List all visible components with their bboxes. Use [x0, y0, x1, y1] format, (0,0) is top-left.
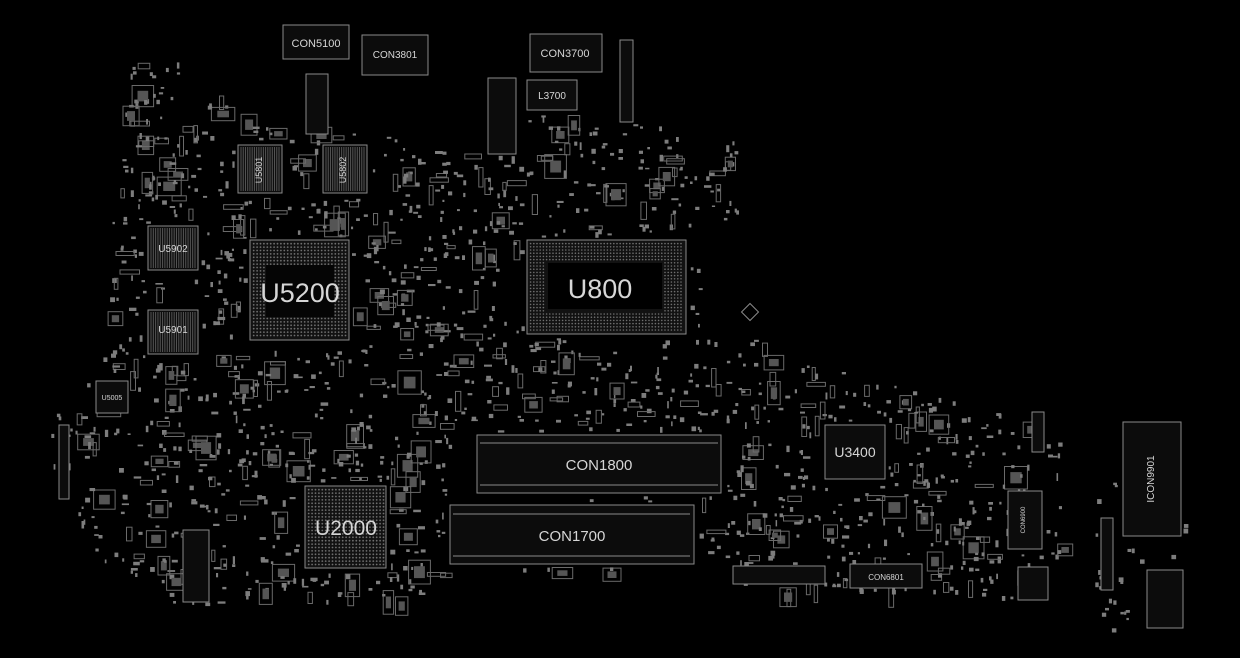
component-right-lower-connector[interactable] [1146, 569, 1184, 629]
component-u5801[interactable]: U5801 [237, 144, 283, 194]
label-con6900: CON6900 [1021, 506, 1027, 533]
component-u5902[interactable]: U5902 [147, 225, 199, 271]
component-u800[interactable]: U800 [526, 239, 687, 335]
label-u5902: U5902 [158, 244, 188, 255]
small-components-field [51, 62, 1189, 633]
label-u800: U800 [568, 274, 633, 304]
label-u5200: U5200 [260, 278, 340, 308]
component-u3400[interactable]: U3400 [824, 424, 886, 480]
label-u3400: U3400 [834, 444, 875, 460]
component-bottom-mid-connector[interactable] [732, 565, 826, 585]
component-con3801[interactable]: CON3801 [361, 34, 429, 76]
component-con-top-left-tall[interactable] [305, 73, 329, 135]
component-con5100[interactable]: CON5100 [282, 24, 350, 60]
label-u5005: U5005 [102, 395, 123, 402]
component-left-tall-connector[interactable] [58, 424, 70, 500]
label-l3700: L3700 [538, 91, 566, 102]
component-right-fpc[interactable] [1031, 411, 1045, 453]
label-con3700: CON3700 [541, 48, 590, 60]
component-l3700[interactable]: L3700 [526, 79, 578, 111]
label-u2000: U2000 [315, 517, 377, 540]
component-icon9901[interactable]: ICON9901 [1122, 421, 1182, 537]
component-con-top-mid-tall[interactable] [487, 77, 517, 155]
label-icon9901: ICON9901 [1146, 455, 1157, 503]
component-con3700[interactable]: CON3700 [529, 33, 603, 73]
label-con1700: CON1700 [539, 528, 606, 545]
component-con6801[interactable]: CON6801 [849, 563, 923, 589]
label-u5802: U5802 [338, 157, 348, 184]
label-con6801: CON6801 [868, 573, 904, 582]
component-u5901[interactable]: U5901 [147, 309, 199, 355]
component-con-top-right-tall[interactable] [619, 39, 634, 123]
component-u5802[interactable]: U5802 [322, 144, 368, 194]
component-u5200[interactable]: U5200 [249, 239, 350, 341]
component-bottom-left-connector[interactable] [182, 529, 210, 603]
component-right-small-connector[interactable] [1017, 566, 1049, 601]
label-u5901: U5901 [158, 325, 188, 336]
component-con1800[interactable]: CON1800 [476, 434, 722, 494]
component-right-tall-connector[interactable] [1100, 517, 1114, 591]
component-con1700[interactable]: CON1700 [449, 504, 695, 565]
label-con3801: CON3801 [373, 50, 418, 61]
component-diamond-part [740, 302, 760, 322]
component-u2000[interactable]: U2000 [304, 485, 387, 569]
label-con5100: CON5100 [292, 38, 341, 50]
label-con1800: CON1800 [566, 457, 633, 474]
label-u5801: U5801 [254, 157, 264, 184]
component-u5005[interactable]: U5005 [95, 380, 129, 414]
component-con6900[interactable]: CON6900 [1007, 490, 1043, 550]
